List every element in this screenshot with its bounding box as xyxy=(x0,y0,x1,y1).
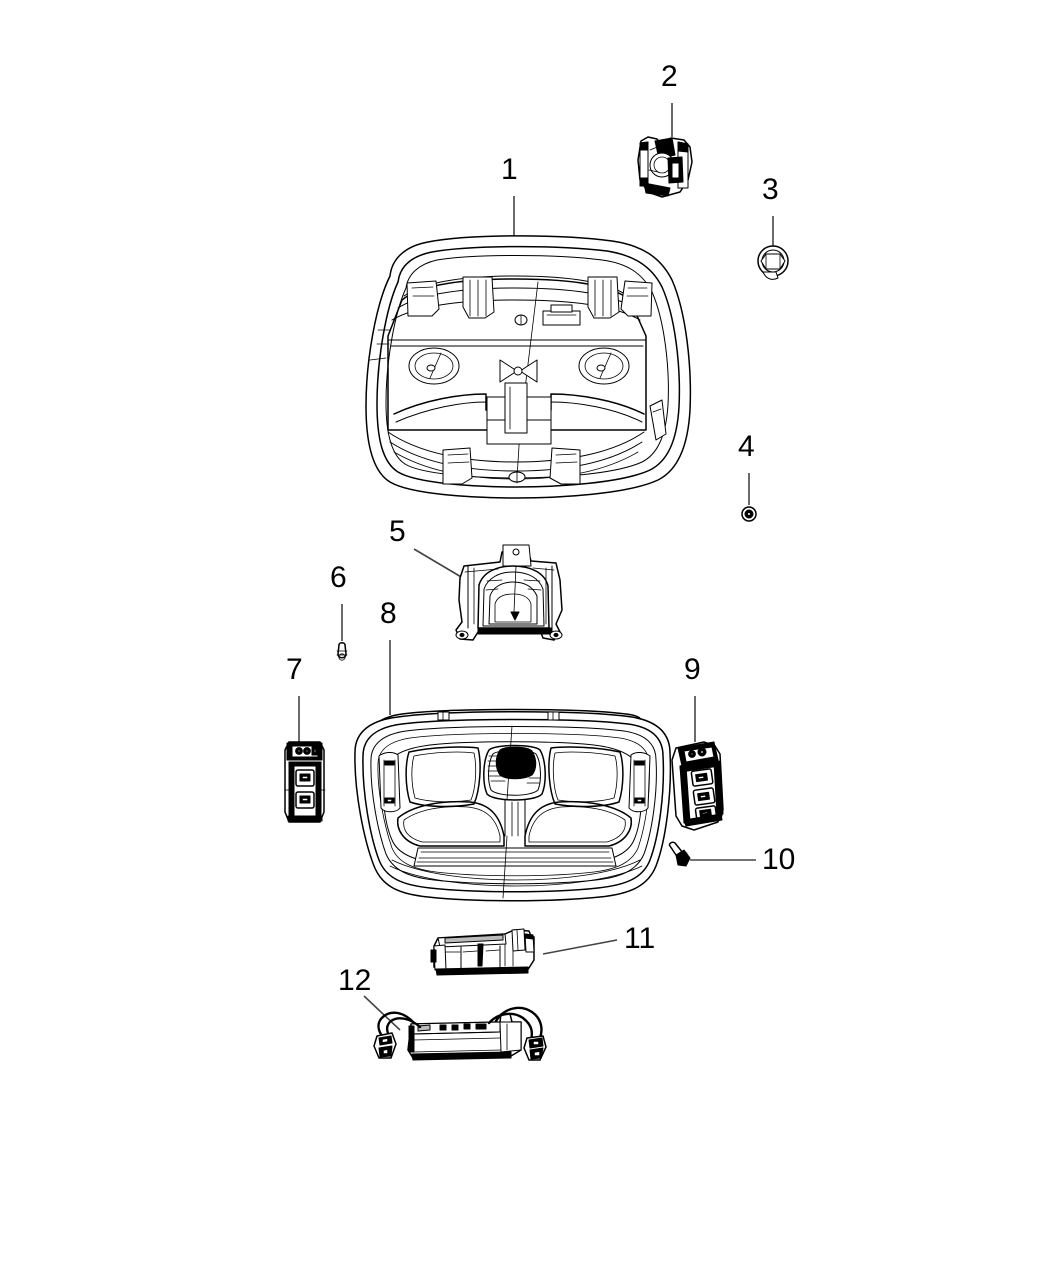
callout-label-3: 3 xyxy=(762,173,779,206)
part-11-overhead-lamp-module xyxy=(430,928,535,976)
part-5-microphone-housing xyxy=(455,544,563,641)
leader-11 xyxy=(542,939,618,955)
leader-lines xyxy=(298,103,774,1031)
callout-label-6: 6 xyxy=(330,561,347,594)
callout-label-5: 5 xyxy=(389,515,406,548)
part-2-retainer-clip xyxy=(637,136,693,198)
callout-label-11: 11 xyxy=(624,922,656,955)
callout-label-10: 10 xyxy=(762,843,796,876)
part-10-mounting-screw xyxy=(668,841,691,867)
callout-label-9: 9 xyxy=(684,653,701,686)
callout-label-2: 2 xyxy=(661,60,678,93)
part-9-right-switch-module xyxy=(671,741,724,831)
part-4-grommet-washer xyxy=(741,506,757,522)
part-7-left-switch-module xyxy=(284,741,326,823)
leader-12 xyxy=(363,995,401,1031)
part-8-overhead-console-bezel xyxy=(354,708,672,902)
callout-label-1: 1 xyxy=(501,153,518,186)
part-6-small-screw xyxy=(336,642,348,661)
callout-label-8: 8 xyxy=(380,597,397,630)
part-3-hex-head-screw xyxy=(757,245,789,280)
callout-label-12: 12 xyxy=(338,964,372,997)
callout-label-4: 4 xyxy=(738,430,755,463)
callout-label-7: 7 xyxy=(286,653,303,686)
part-1-overhead-console-housing xyxy=(365,235,692,499)
part-12-console-module-harness xyxy=(373,1006,547,1061)
